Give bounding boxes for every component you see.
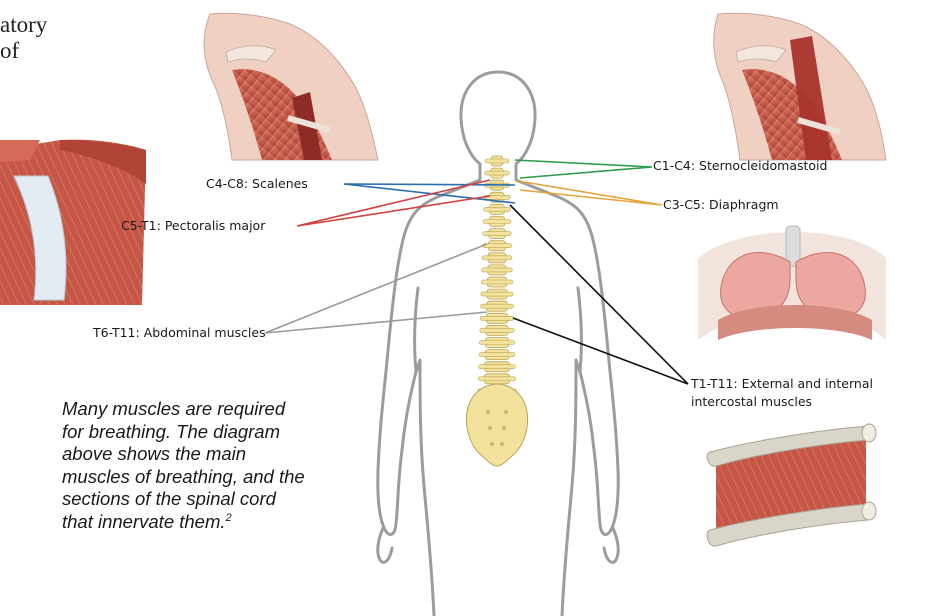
label-sternocleidomastoid: C1-C4: Sternocleidomastoid bbox=[653, 158, 827, 174]
vertebra-process bbox=[479, 341, 514, 345]
intercostal-muscles-illustration bbox=[707, 424, 876, 546]
caption-line-5: sections of the spinal cord bbox=[62, 488, 362, 511]
vertebra-process bbox=[484, 207, 511, 211]
footnote-marker: 2 bbox=[226, 511, 232, 523]
connector-lines bbox=[265, 160, 688, 384]
caption-line-2: for breathing. The diagram bbox=[62, 421, 362, 444]
vertebra-process bbox=[485, 159, 509, 163]
scm-connector bbox=[515, 160, 652, 178]
sacral-foramen bbox=[500, 442, 504, 446]
vertebra-process bbox=[485, 171, 510, 175]
sacral-foramen bbox=[504, 410, 508, 414]
pectoralis-connector bbox=[297, 180, 490, 226]
caption-line-4: muscles of breathing, and the bbox=[62, 466, 362, 489]
caption-line-1: Many muscles are required bbox=[62, 398, 362, 421]
lungs-diaphragm-illustration bbox=[698, 226, 886, 340]
caption-line-3: above shows the main bbox=[62, 443, 362, 466]
caption-line-6: that innervate them.2 bbox=[62, 511, 362, 534]
diaphragm-connector bbox=[518, 181, 662, 205]
abdominal-connector bbox=[265, 244, 487, 333]
vertebra-process bbox=[478, 377, 516, 381]
label-diaphragm: C3-C5: Diaphragm bbox=[663, 197, 779, 213]
sacral-foramen bbox=[490, 442, 494, 446]
label-intercostal-line-1: T1-T11: External and internal bbox=[691, 376, 873, 392]
heading-line-1: atory bbox=[0, 12, 47, 38]
vertebra-process bbox=[480, 328, 515, 332]
label-pectoralis-major: C5-T1: Pectoralis major bbox=[121, 218, 265, 234]
vertebra-process bbox=[483, 232, 512, 236]
caption: Many muscles are required for breathing.… bbox=[62, 398, 362, 533]
sacrum bbox=[466, 384, 527, 466]
vertebra-process bbox=[483, 220, 511, 224]
caption-line-6-text: that innervate them. bbox=[62, 511, 226, 532]
sacral-foramen bbox=[502, 426, 506, 430]
label-scalenes: C4-C8: Scalenes bbox=[206, 176, 308, 192]
vertebra-process bbox=[481, 304, 514, 308]
vertebra-process bbox=[482, 256, 512, 260]
vertebra-process bbox=[481, 292, 513, 296]
vertebra-process bbox=[482, 268, 513, 272]
scalenes-neck-illustration bbox=[204, 13, 378, 160]
vertebra-process bbox=[481, 280, 513, 284]
vertebra-process bbox=[479, 365, 516, 369]
spinal-column bbox=[466, 156, 527, 466]
label-intercostal-line-2: intercostal muscles bbox=[691, 394, 812, 410]
sacral-foramen bbox=[488, 426, 492, 430]
heading-line-2: of bbox=[0, 38, 19, 64]
vertebra-process bbox=[479, 353, 515, 357]
intercostal-connector bbox=[510, 205, 688, 384]
sacral-foramen bbox=[486, 410, 490, 414]
sternocleidomastoid-neck-illustration bbox=[714, 13, 886, 160]
vertebra-process bbox=[480, 316, 514, 320]
label-abdominal-muscles: T6-T11: Abdominal muscles bbox=[93, 325, 266, 341]
